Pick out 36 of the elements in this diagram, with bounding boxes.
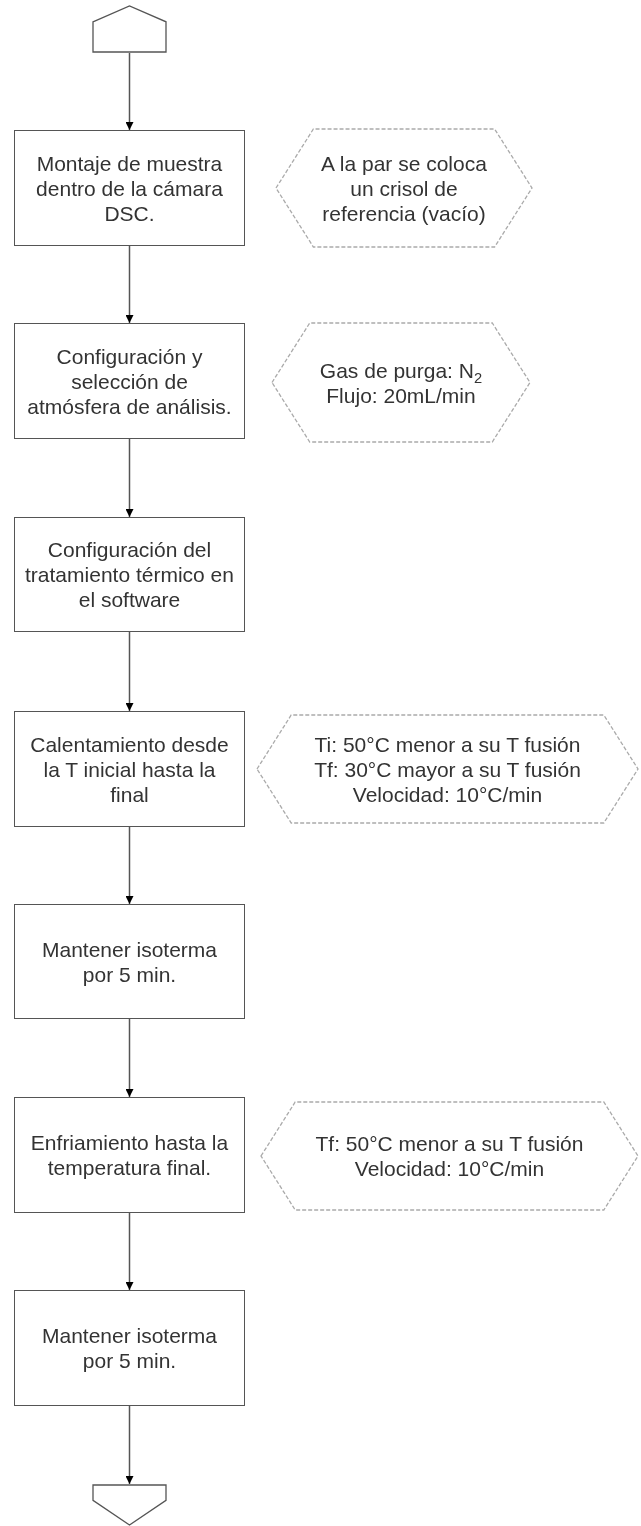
- step-text: Montaje de muestra dentro de la cámara DSC.: [35, 150, 224, 226]
- arrow: [125, 245, 134, 324]
- note-text: Velocidad: 10°C/min: [352, 781, 543, 807]
- step-text: Mantener isoterma por 5 min.: [40, 1323, 219, 1373]
- note-text: Flujo: 20mL/min: [326, 383, 476, 408]
- step-text: Configuración y selección de atmósfera de análisis.: [26, 343, 233, 419]
- note-hexagon: [275, 128, 533, 248]
- arrow: [125, 1405, 134, 1485]
- off-page-connector: [92, 5, 167, 53]
- arrow: [125, 1212, 134, 1291]
- note-hexagon: [271, 322, 531, 443]
- arrow: [125, 826, 134, 905]
- off-page-connector: [92, 1484, 167, 1525]
- note-text: Gas de purga: N$_{2}$: [319, 357, 483, 383]
- note-text: Tf: 30°C mayor a su T fusión: [314, 756, 581, 782]
- process-box: [14, 711, 245, 827]
- arrow: [125, 1018, 134, 1098]
- note-text: Velocidad: 10°C/min: [354, 1156, 545, 1181]
- arrow: [125, 631, 134, 712]
- process-box: [14, 1290, 245, 1406]
- note-text: A la par se coloca un crisol de referencia (vacío): [320, 150, 488, 226]
- step-text: Calentamiento desde la T inicial hasta la final: [29, 731, 230, 807]
- step-text: Configuración del tratamiento térmico en el software: [25, 537, 234, 612]
- process-box: [14, 904, 245, 1019]
- process-box: [14, 517, 245, 632]
- note-hexagon: [256, 714, 639, 824]
- process-box: [14, 1097, 245, 1213]
- step-text: Mantener isoterma por 5 min.: [40, 936, 219, 987]
- process-box: [14, 323, 245, 439]
- arrow: [125, 52, 134, 131]
- note-text: Tf: 50°C menor a su T fusión: [315, 1131, 584, 1156]
- step-text: Enfriamiento hasta la temperatura final.: [29, 1130, 230, 1180]
- note-text: Ti: 50°C menor a su T fusión: [314, 731, 581, 757]
- note-hexagon: [260, 1101, 639, 1211]
- process-box: [14, 130, 245, 246]
- arrow: [125, 438, 134, 518]
